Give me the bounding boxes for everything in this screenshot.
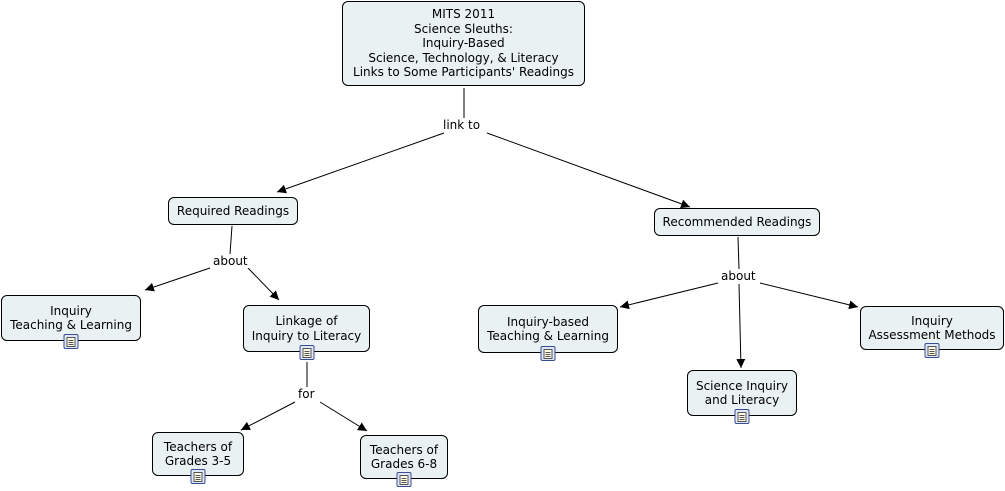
concept-linkage-inquiry-literacy-text: Linkage of Inquiry to Literacy bbox=[251, 314, 362, 343]
document-icon[interactable] bbox=[540, 346, 556, 361]
edge-for-teachers68 bbox=[319, 401, 368, 432]
edge-linkto-recommended bbox=[486, 132, 691, 209]
concept-teachers-grades-6-8[interactable]: Teachers of Grades 6-8 bbox=[360, 435, 448, 487]
document-icon[interactable] bbox=[63, 334, 79, 349]
concept-teachers-grades-3-5-text: Teachers of Grades 3-5 bbox=[163, 439, 233, 469]
concept-teachers-grades-3-5[interactable]: Teachers of Grades 3-5 bbox=[152, 432, 244, 484]
document-icon[interactable] bbox=[190, 469, 206, 484]
link-phrase-for: for bbox=[296, 387, 317, 401]
document-icon[interactable] bbox=[299, 345, 314, 360]
concept-inquiry-based-teaching-learning-text: Inquiry-based Teaching & Learning bbox=[487, 314, 609, 344]
edge-about-inquiry-tl bbox=[144, 267, 211, 292]
concept-inquiry-assessment-methods-text: Inquiry Assessment Methods bbox=[868, 313, 996, 343]
document-icon[interactable] bbox=[924, 343, 940, 358]
link-phrase-about-right: about bbox=[719, 269, 758, 283]
root-concept[interactable]: MITS 2011 Science Sleuths: Inquiry-Based… bbox=[342, 1, 585, 86]
concept-inquiry-teaching-learning[interactable]: Inquiry Teaching & Learning bbox=[1, 295, 141, 349]
root-concept-text: MITS 2011 Science Sleuths: Inquiry-Based… bbox=[353, 7, 574, 80]
concept-linkage-inquiry-literacy[interactable]: Linkage of Inquiry to Literacy bbox=[243, 305, 370, 360]
edge-about-scienceinquiry bbox=[736, 283, 746, 369]
concept-science-inquiry-literacy-text: Science Inquiry and Literacy bbox=[695, 378, 789, 408]
concept-inquiry-based-teaching-learning[interactable]: Inquiry-based Teaching & Learning bbox=[478, 305, 618, 361]
edge-linkto-required bbox=[276, 132, 445, 194]
edge-required-about bbox=[229, 225, 233, 255]
concept-recommended-readings[interactable]: Recommended Readings bbox=[654, 208, 820, 236]
edge-about-assessment bbox=[759, 282, 859, 310]
document-icon[interactable] bbox=[734, 409, 750, 424]
edge-recommended-about bbox=[737, 236, 740, 270]
concept-required-readings-text: Required Readings bbox=[176, 203, 290, 218]
edge-about-linkage bbox=[247, 267, 280, 301]
concept-inquiry-teaching-learning-text: Inquiry Teaching & Learning bbox=[10, 303, 132, 333]
concept-recommended-readings-text: Recommended Readings bbox=[662, 214, 812, 229]
edge-about-inquirybased bbox=[619, 282, 719, 310]
concept-required-readings[interactable]: Required Readings bbox=[168, 197, 298, 225]
link-phrase-about-left: about bbox=[211, 254, 250, 268]
concept-inquiry-assessment-methods[interactable]: Inquiry Assessment Methods bbox=[860, 306, 1004, 358]
concept-teachers-grades-6-8-text: Teachers of Grades 6-8 bbox=[369, 442, 439, 472]
link-phrase-link-to: link to bbox=[441, 118, 483, 132]
concept-science-inquiry-literacy[interactable]: Science Inquiry and Literacy bbox=[687, 370, 797, 424]
document-icon[interactable] bbox=[396, 472, 412, 487]
edge-for-teachers35 bbox=[240, 401, 296, 431]
